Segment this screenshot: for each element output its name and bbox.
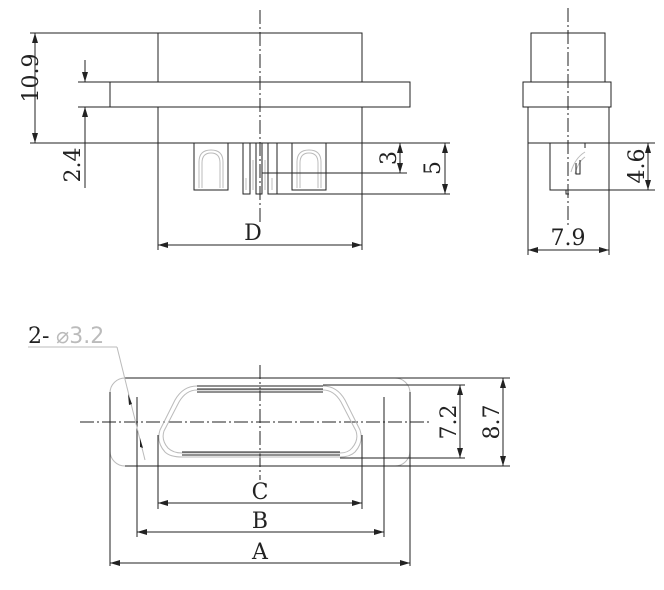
pin-block-right — [291, 143, 327, 191]
front-view: 10.9 2.4 3 5 D — [19, 10, 450, 250]
dim-c: C — [252, 480, 269, 505]
bottom-view: 7.2 8.7 C B A 2- ⌀3.2 — [28, 324, 510, 566]
dim-inner-height: 7.2 — [437, 405, 462, 440]
dim-body-width: D — [244, 221, 262, 246]
dim-depth: 7.9 — [551, 226, 586, 251]
dim-flange-offset: 2.4 — [61, 148, 86, 183]
pin-block-left — [193, 143, 229, 191]
hole-diameter: ⌀3.2 — [56, 324, 104, 349]
dim-b: B — [252, 509, 268, 534]
dim-pin-long: 5 — [421, 161, 446, 175]
dim-outer-height: 8.7 — [480, 405, 505, 440]
contact-pins — [242, 143, 278, 195]
side-view: 4.6 7.9 — [522, 8, 655, 255]
dim-pin-short: 3 — [377, 151, 402, 165]
dim-a: A — [251, 540, 269, 565]
d-sub-opening — [158, 385, 362, 458]
dim-total-height: 10.9 — [19, 54, 44, 103]
hole-count: 2- — [28, 324, 49, 349]
hole-callout: 2- ⌀3.2 — [28, 324, 146, 461]
dim-pin-depth: 4.6 — [625, 149, 650, 184]
